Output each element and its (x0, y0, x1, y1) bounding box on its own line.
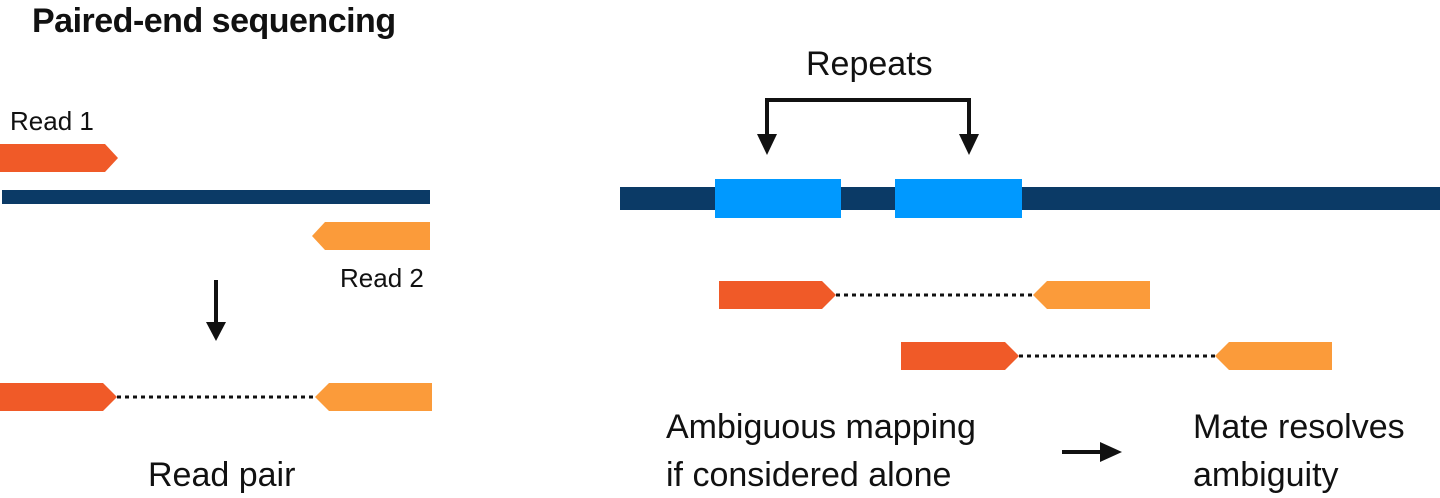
read1-forward-read (0, 144, 118, 172)
reference-genome-left (2, 190, 430, 204)
read-pair (0, 383, 432, 411)
diagram-title: Paired-end sequencing (32, 2, 396, 40)
read2-reverse-read (312, 222, 430, 250)
ambiguous-caption-line2: if considered alone (666, 456, 951, 494)
resolves-caption-line2: ambiguity (1193, 456, 1339, 494)
read-pair-candidate-2 (901, 342, 1332, 370)
down-arrow-icon (206, 280, 226, 341)
repeat-block-1 (715, 179, 841, 218)
right-panel: Repeats Ambiguous mapping if considered … (620, 45, 1440, 494)
read-pair-candidate-1 (719, 281, 1150, 309)
repeats-bracket-arrows (757, 98, 979, 155)
read2-label: Read 2 (340, 263, 424, 293)
left-panel: Read 1 Read 2 Read pair (0, 106, 432, 494)
repeats-label: Repeats (806, 45, 933, 83)
read-pair-label: Read pair (148, 456, 295, 494)
ambiguous-caption-line1: Ambiguous mapping (666, 408, 976, 446)
read1-label: Read 1 (10, 106, 94, 136)
repeat-block-2 (895, 179, 1022, 218)
resolves-caption-line1: Mate resolves (1193, 408, 1405, 446)
right-arrow-icon (1062, 442, 1122, 462)
